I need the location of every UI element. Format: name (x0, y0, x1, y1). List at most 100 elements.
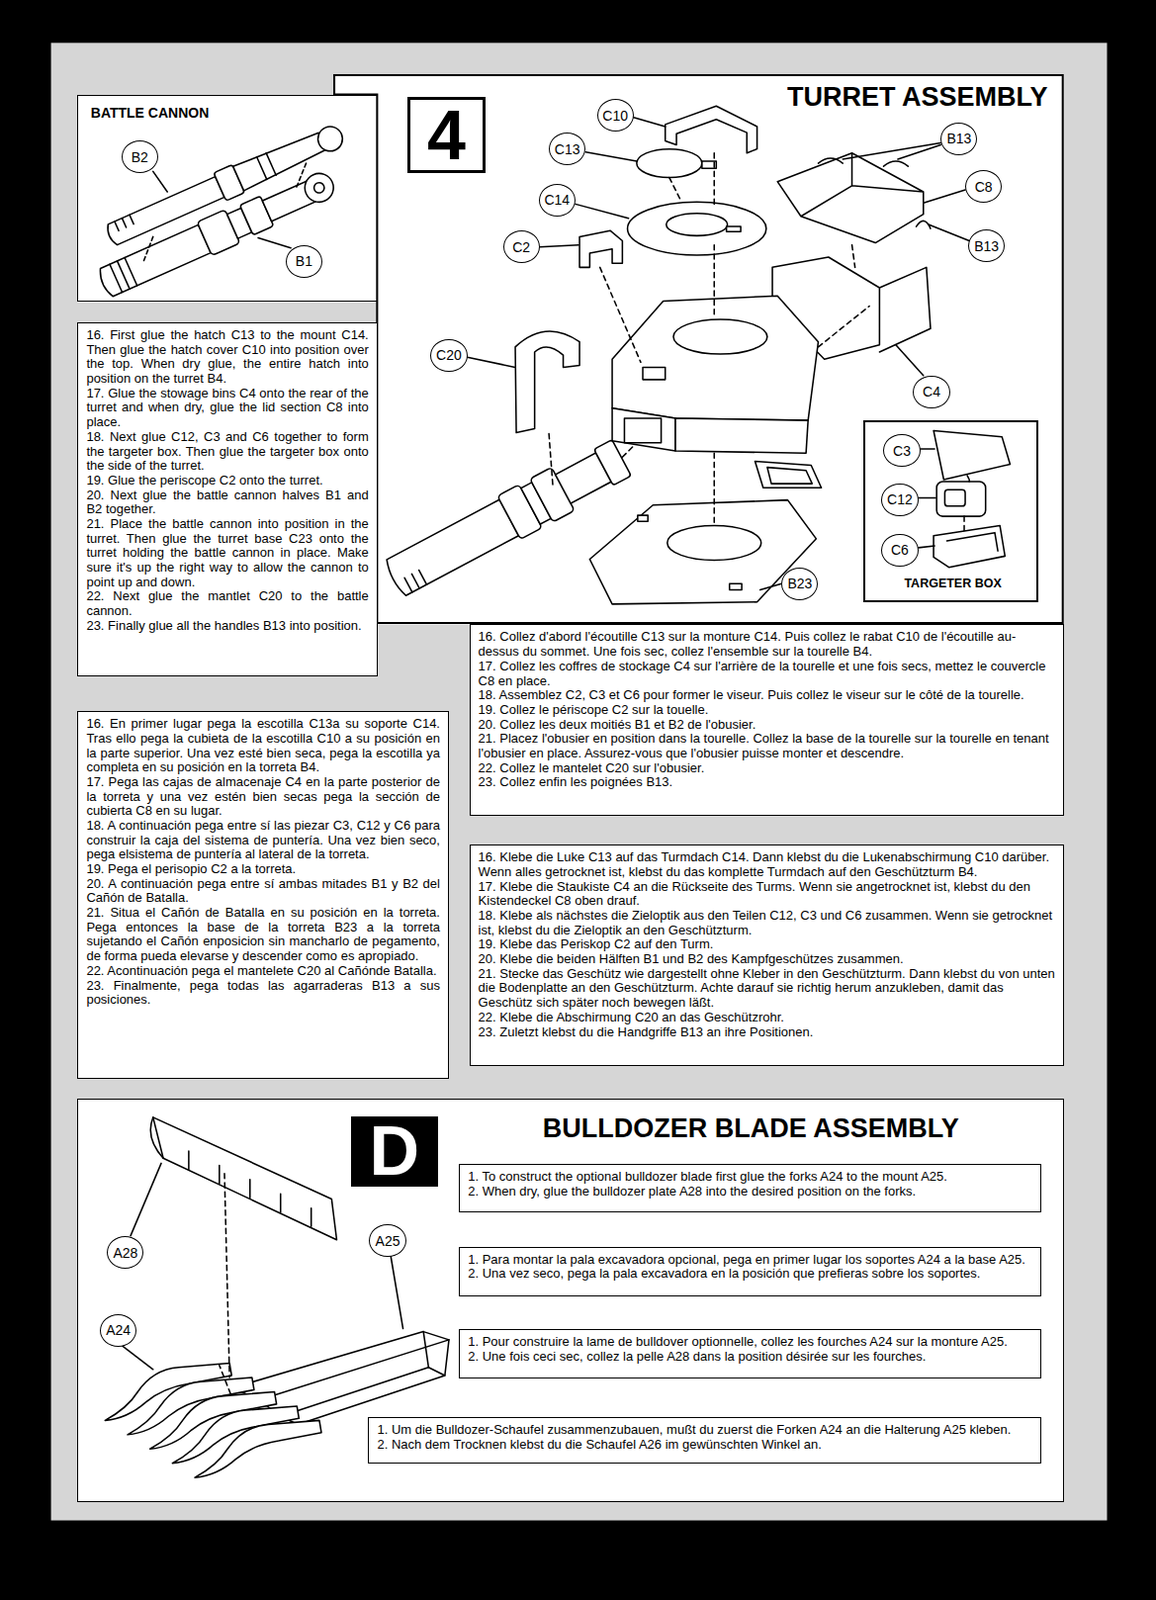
callout-number: C2 (512, 239, 531, 256)
instruction-box: 16. Collez d'abord l'écoutille C13 sur l… (469, 623, 1066, 816)
drawing-part (312, 180, 327, 195)
panel-heading: TARGETER BOX (865, 577, 1041, 592)
drawing-part (666, 213, 728, 237)
instruction-step: 23. Finally glue all the handles B13 int… (86, 619, 368, 634)
instruction-step: 22. Next glue the mantlet C20 to the bat… (86, 589, 368, 619)
callout-circle: C6 (881, 533, 918, 567)
leader-lines (122, 1162, 404, 1369)
instruction-step: 17. Glue the stowage bins C4 onto the re… (86, 386, 368, 431)
forks (104, 1363, 322, 1479)
instruction-step: 19. Pega el perisopio C2 a la torreta. (86, 862, 441, 878)
drawing-part (194, 1420, 322, 1478)
turret-cannon (381, 436, 633, 602)
callout-number: C13 (554, 141, 581, 158)
callout-circle: B13 (940, 122, 978, 156)
drawing-part (673, 319, 768, 355)
drawing-part (114, 214, 134, 231)
instruction-box: 1. Para montar la pala excavadora opcion… (458, 1246, 1042, 1298)
instruction-step: 2. Una vez seco, pega la pala excavadora… (467, 1266, 1033, 1282)
hatch (636, 149, 703, 178)
lid (777, 153, 924, 244)
step-box: 4 (407, 96, 486, 174)
hatch-mount (627, 201, 767, 256)
callout-circle: C2 (503, 230, 540, 264)
periscope (579, 230, 623, 267)
callout-number: C12 (887, 491, 913, 508)
drawing-part (333, 74, 1065, 624)
instruction-step: 21. Stecke das Geschütz wie dargestellt … (478, 967, 1057, 1011)
instruction-step: 17. Pega las cajas de almacenaje C4 en l… (86, 775, 441, 819)
drawing-part (219, 1173, 231, 1395)
instruction-step: 23. Collez enfin les poignées B13. (478, 775, 1057, 791)
drawing-part (77, 94, 377, 302)
turret-top (612, 295, 818, 421)
targeter-bracket (933, 525, 1005, 567)
instruction-step: 21. Situa el Cañón de Batalla en su posi… (86, 905, 441, 965)
drawing-part (280, 1367, 445, 1425)
drawing-part (675, 418, 808, 453)
instruction-step: 17. Collez les coffres de stockage C4 su… (478, 659, 1057, 689)
panel: BATTLE CANNON B2B1 (77, 94, 377, 302)
callout-number: C10 (602, 107, 628, 124)
instruction-step: 18. Assemblez C2, C3 et C6 pour former l… (478, 688, 1057, 704)
callout-circle: A24 (99, 1314, 137, 1347)
instruction-step: 16. Collez d'abord l'écoutille C13 sur l… (478, 629, 1057, 659)
callout-number: A28 (112, 1244, 138, 1261)
callout-circle: C10 (597, 98, 634, 132)
instruction-step: 23. Zuletzt klebst du die Handgriffe B13… (478, 1025, 1057, 1041)
callout-circle: A25 (368, 1224, 406, 1257)
instruction-box: 1. To construct the optional bulldozer b… (458, 1163, 1042, 1212)
callout-circle: C14 (538, 183, 576, 217)
cannon-half-b1 (95, 165, 341, 301)
instruction-box: 1. Um die Bulldozer-Schaufel zusammenzub… (367, 1417, 1042, 1463)
drawing-part (667, 525, 762, 560)
panel-heading: BULLDOZER BLADE ASSEMBLY (444, 1114, 1058, 1145)
callout-number: B2 (131, 149, 149, 166)
drawing-part (612, 408, 676, 451)
drawing-part (944, 489, 966, 507)
instruction-step: 16. Klebe die Luke C13 auf das Turmdach … (478, 850, 1057, 880)
panel-outline-path (334, 75, 1064, 623)
drawing-part (729, 583, 742, 590)
callout-circle: C4 (912, 375, 950, 409)
instruction-step: 22. Acontinuación pega el mantelete C20 … (86, 964, 441, 979)
instruction-step: 2. When dry, glue the bulldozer plate A2… (467, 1184, 1033, 1200)
instruction-step: 1. Um die Bulldozer-Schaufel zusammenzub… (376, 1422, 1033, 1438)
instruction-step: 23. Finalmente, pega todas las agarrader… (86, 978, 441, 1008)
step-number: 4 (427, 100, 466, 171)
instruction-box: 16. First glue the hatch C13 to the moun… (77, 322, 377, 677)
blade-mount (232, 1332, 449, 1401)
instruction-step: 17. Klebe die Staukiste C4 an die Rückse… (478, 880, 1057, 909)
assembly-line (142, 163, 306, 264)
instruction-step: 16. First glue the hatch C13 to the moun… (86, 328, 368, 387)
callout-number: B13 (946, 130, 972, 147)
leader-line (153, 171, 291, 248)
instruction-step: 19. Glue the periscope C2 onto the turre… (86, 473, 368, 489)
callout-number: C20 (436, 347, 462, 363)
targeter-lens (936, 481, 986, 517)
callout-circle: B2 (121, 140, 159, 174)
drawing-part (77, 1098, 1065, 1503)
callout-circle: C13 (548, 132, 586, 166)
assembly-panel: TURRET ASSEMBLY4C10C13C14C2B13C8B13C20C4… (333, 74, 1065, 624)
instruction-box: 1. Pour construire la lame de bulldover … (458, 1329, 1042, 1379)
callout-number: A24 (105, 1322, 131, 1338)
drawing-part (404, 570, 427, 593)
panel-heading: BATTLE CANNON (90, 105, 210, 121)
callout-number: B1 (295, 253, 313, 269)
drawing-part (300, 169, 339, 207)
callout-circle: B13 (968, 229, 1005, 263)
targeter-on-turret (755, 460, 822, 488)
leader-lines (467, 117, 971, 591)
callout-number: C8 (975, 178, 993, 195)
callout-number: C4 (922, 383, 941, 400)
inset-panel: TARGETER BOXC3C12C6 (863, 420, 1039, 603)
hatch-cover (665, 105, 758, 153)
drawing-part (642, 366, 666, 379)
drawing-part (150, 1117, 311, 1227)
instruction-step: 1. Para montar la pala excavadora opcion… (467, 1252, 1033, 1268)
instruction-step: 18. Next glue C12, C3 and C6 together to… (86, 430, 368, 474)
instruction-step: 1. To construct the optional bulldozer b… (467, 1169, 1033, 1185)
